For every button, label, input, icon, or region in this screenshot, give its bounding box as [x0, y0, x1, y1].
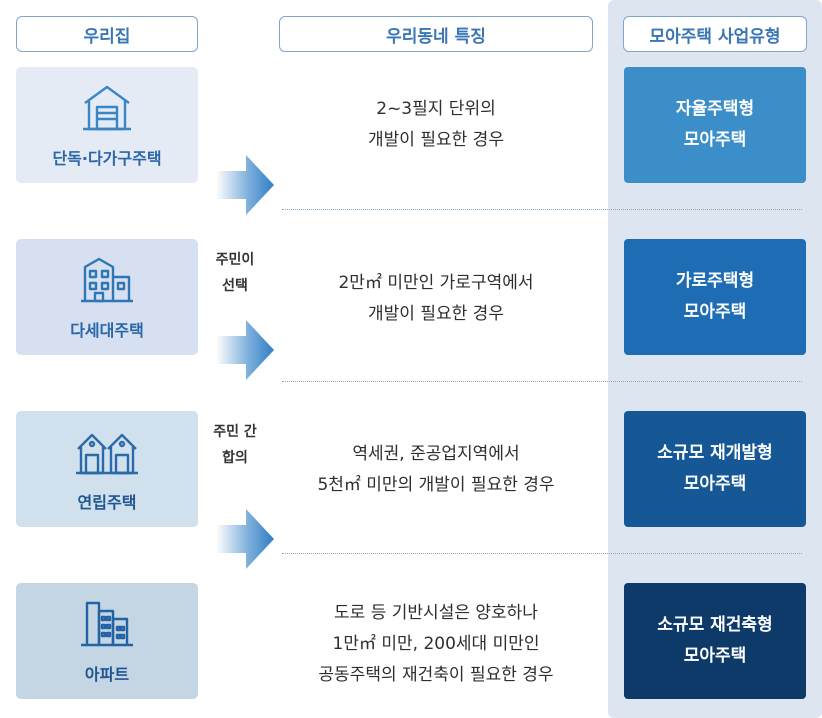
feature-line: 2~3필지 단위의: [376, 99, 496, 119]
side-label-line: 합의: [222, 450, 248, 466]
side-label-line: 주민이: [215, 252, 255, 268]
house-row: 연립주택: [16, 411, 198, 527]
feature-row-4: 도로 등 기반시설은 양호하나 1만㎡ 미만, 200세대 미만인 공동주택의 …: [279, 598, 593, 691]
type-small-reconstruction: 소규모 재건축형 모아주택: [624, 583, 806, 699]
house-label: 아파트: [84, 665, 130, 684]
house-label: 다세대주택: [70, 321, 144, 340]
feature-row-1: 2~3필지 단위의 개발이 필요한 경우: [279, 94, 593, 156]
house-multi-unit: 다세대주택: [16, 239, 198, 355]
type-line: 모아주택: [683, 302, 747, 322]
type-autonomous-housing: 자율주택형 모아주택: [624, 67, 806, 183]
feature-line: 도로 등 기반시설은 양호하나: [334, 603, 538, 623]
arrow-right-icon: [216, 320, 274, 380]
apartment-buildings-icon: [81, 601, 133, 647]
arrow-right-icon: [216, 155, 274, 215]
house-detached: 단독·다가구주택: [16, 67, 198, 183]
type-line: 모아주택: [683, 130, 747, 150]
feature-line: 공동주택의 재건축이 필요한 경우: [318, 665, 554, 685]
feature-line: 개발이 필요한 경우: [368, 304, 504, 324]
feature-row-2: 2만㎡ 미만인 가로구역에서 개발이 필요한 경우: [279, 268, 593, 330]
type-line: 자율주택형: [675, 99, 755, 119]
type-line: 가로주택형: [675, 271, 755, 291]
feature-line: 개발이 필요한 경우: [368, 130, 504, 150]
side-label-resident-agreement: 주민 간 합의: [200, 419, 270, 471]
header-types: 모아주택 사업유형: [623, 16, 807, 52]
feature-row-3: 역세권, 준공업지역에서 5천㎡ 미만의 개발이 필요한 경우: [279, 439, 593, 501]
header-house: 우리집: [16, 16, 198, 52]
type-line: 소규모 재개발형: [657, 443, 773, 463]
row-houses-icon: [76, 433, 138, 475]
side-label-resident-choice: 주민이 선택: [200, 247, 270, 299]
row-divider: [282, 553, 802, 554]
garage-house-icon: [83, 85, 131, 131]
row-divider: [282, 209, 802, 210]
feature-line: 역세권, 준공업지역에서: [352, 444, 520, 464]
type-small-redevelopment: 소규모 재개발형 모아주택: [624, 411, 806, 527]
feature-line: 1만㎡ 미만, 200세대 미만인: [332, 634, 540, 654]
type-street-housing: 가로주택형 모아주택: [624, 239, 806, 355]
house-label: 단독·다가구주택: [52, 149, 162, 168]
row-divider: [282, 381, 802, 382]
type-line: 모아주택: [683, 474, 747, 494]
house-label: 연립주택: [77, 493, 137, 512]
header-features: 우리동네 특징: [279, 16, 593, 52]
house-apartment: 아파트: [16, 583, 198, 699]
feature-line: 5천㎡ 미만의 개발이 필요한 경우: [317, 475, 555, 495]
multi-unit-building-icon: [81, 257, 133, 303]
arrow-right-icon: [216, 509, 274, 569]
type-line: 모아주택: [683, 646, 747, 666]
side-label-line: 선택: [222, 278, 248, 294]
type-line: 소규모 재건축형: [657, 615, 773, 635]
feature-line: 2만㎡ 미만인 가로구역에서: [338, 273, 534, 293]
side-label-line: 주민 간: [213, 424, 257, 440]
